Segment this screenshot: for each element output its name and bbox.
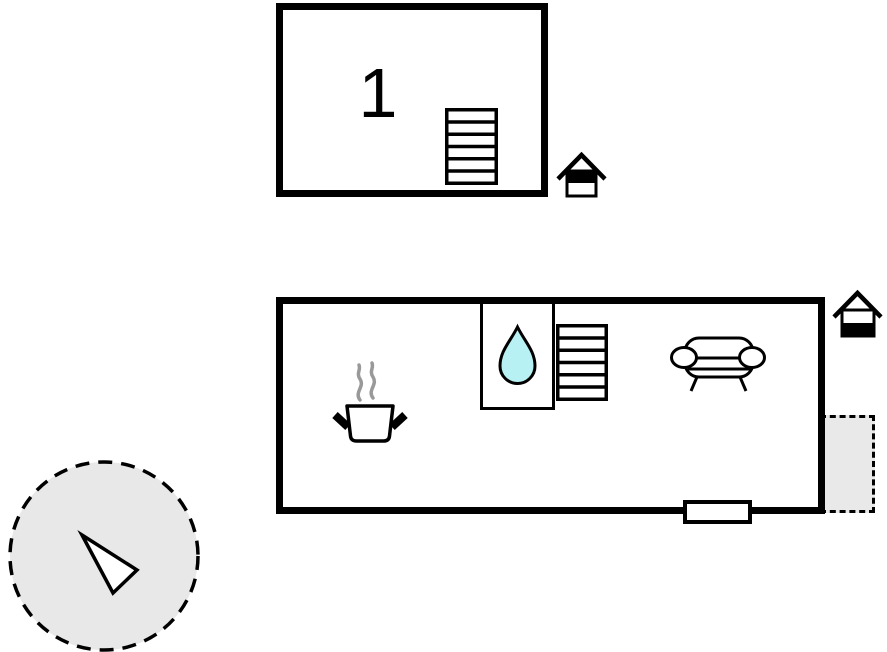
cooking-pot-icon	[332, 361, 408, 443]
upper-floor-room	[276, 3, 548, 197]
staircase-icon	[556, 324, 608, 401]
sofa-icon	[670, 336, 766, 392]
entrance-house-icon	[556, 151, 607, 198]
room-number-label: 1	[358, 54, 398, 132]
staircase-icon	[445, 108, 498, 185]
north-arrow-icon	[77, 529, 140, 596]
entrance-house-icon	[832, 289, 883, 338]
terrace-dashed-area	[820, 415, 875, 513]
bathroom-box	[480, 297, 555, 410]
window	[683, 500, 752, 524]
water-drop-icon	[498, 323, 537, 385]
compass-circle	[8, 460, 200, 652]
steam-icon	[356, 361, 377, 402]
